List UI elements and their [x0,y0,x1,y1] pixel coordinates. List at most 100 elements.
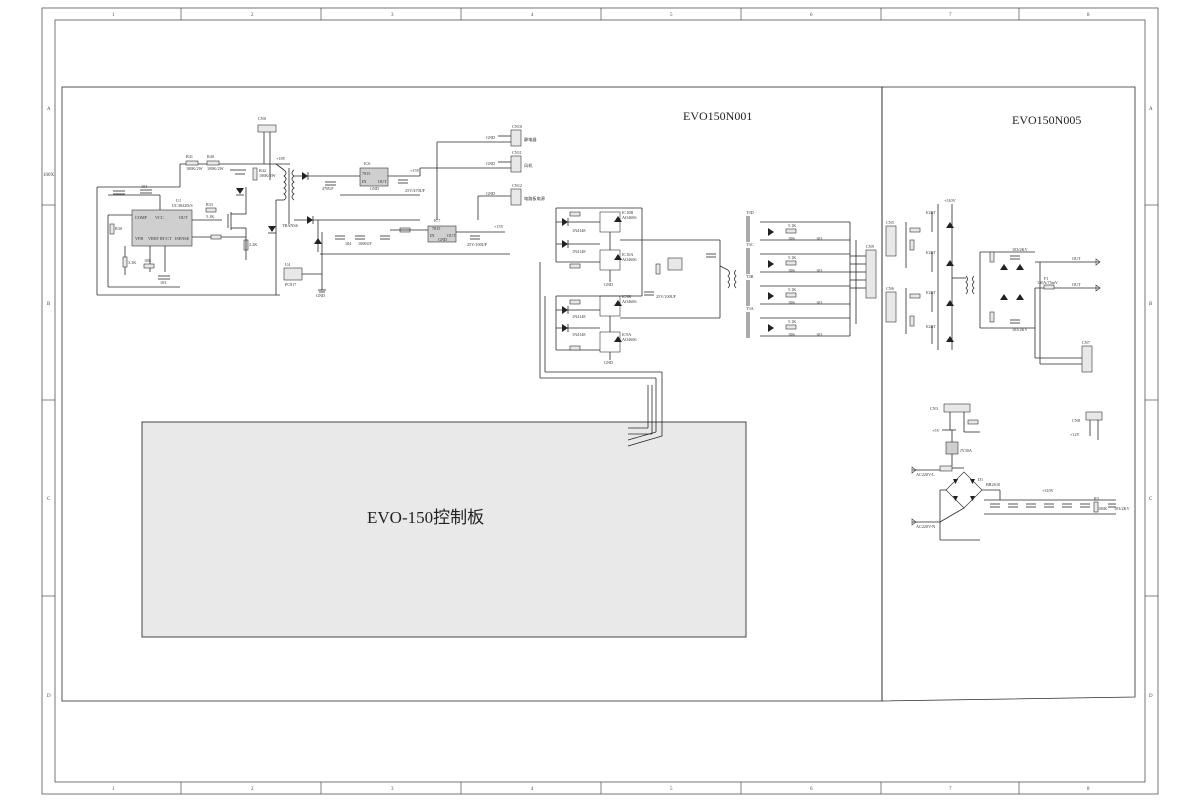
sheet-frame [41,7,1159,795]
c40-value: 25V/100UF [467,242,488,247]
c39-value: 1000UF [358,241,372,246]
c36-value: 470UF [322,186,334,191]
igbt-label: IGBT [926,210,936,215]
r40-value: 100K/2W [207,166,224,171]
ic6-pin: OUT [378,179,387,184]
u1-pin: ISENSE [175,236,190,241]
gnd-label: GND [486,191,495,196]
mosfet-bridge: 1N4148 1N4148 IC10B AO4606 IC10A AO4606 … [539,207,737,447]
u1-pin: VCC [155,215,164,220]
board-outlines [61,86,1136,702]
connector-cn8 [1085,411,1103,421]
col-number: 2 [251,787,254,792]
c37-value: 25V/470UF [405,188,426,193]
row-letter: D [47,694,51,699]
col-number: 3 [391,787,394,792]
connector-cn7 [1081,345,1093,373]
rc-label: 103 [816,300,822,305]
connector-cn6 [885,291,897,323]
gnd-label: GND [604,360,613,365]
column-numbers-top: 1 2 3 4 5 6 7 8 [112,13,1090,18]
igbt-label: IGBT [926,290,936,295]
r35-value: 2.2K [249,242,257,247]
cn10-label: 静电器 [524,136,537,143]
rc-label: 103 [816,268,822,273]
bridge-rectifier-d1 [945,471,983,509]
connector-cn12 [510,188,522,206]
u1-pin: OUT [179,215,188,220]
ac-input-rectifier: CN3 +5V JY30A AC220V-L AC220V-N D1 BR2S1… [911,403,1130,541]
row-letter: A [1149,107,1153,112]
mosfet-ref: IC10B [622,210,633,215]
mosfet-ref: IC9B [622,294,631,299]
ic-u1-uc3842 [131,209,193,247]
connector-cn11 [510,155,522,173]
col-number: 4 [531,13,534,18]
col-number: 2 [251,13,254,18]
mosfet-ref: IC10A [622,252,633,257]
rc-label: 103 [816,332,822,337]
connector-cn5 [885,225,897,257]
igbt-label: IGBT [926,250,936,255]
connector-cn0 [257,124,277,133]
d1-part: BR2S10 [986,482,1000,487]
diode-label: 1N4148 [572,249,586,254]
col-number: 7 [949,13,952,18]
rc-label: 5.1K [788,255,796,260]
r41-ref: R41 [186,154,193,159]
c41-value: 25V/100UF [656,294,677,299]
col-number: 6 [810,787,813,792]
relay-k1 [945,441,959,455]
vcc-right-2: +310V [1042,488,1054,493]
r30-ref: R30 [115,226,122,231]
u1-pin: VFB [135,236,143,241]
r42-ref: R42 [259,168,266,173]
cn11-ref: CN11 [512,150,522,155]
cn5-ref: CN5 [886,220,894,225]
row-letters-right: A B C D [1149,107,1153,699]
gate-drive-transformers: T3D T3C T3B T3A 5.1K 10K 103 5.1K 10K 10… [746,210,877,338]
f1-part: 150A/75mV [1037,280,1058,285]
vcc12-label: +12V [1070,432,1080,437]
u1-pin: VREF [148,236,159,241]
resistor-r34 [210,234,222,240]
ac-l-label: AC220V-L [916,472,935,477]
gnd-label: GND [486,135,495,140]
cn12-label: 电路板电源 [524,195,546,202]
board-title-evo150n005: EVO150N005 [1012,113,1081,127]
diode-label: 1N4148 [572,314,586,319]
out-label-2: OUT [1072,282,1081,287]
u1-ref: U1 [176,198,181,203]
ic6-part: 7815 [362,171,370,176]
column-numbers-bottom: 1 2 3 4 5 6 7 8 [112,787,1090,792]
cn6-ref: CN6 [886,286,894,291]
c38-value: 104 [345,241,352,246]
r31-value: 3.3K [128,260,136,265]
ic7-pin: GND [438,237,447,242]
resistor-r42 [252,167,258,181]
col-number: 5 [670,13,673,18]
col-number: 1 [112,13,115,18]
row-letter: D [1149,694,1153,699]
col-number: 5 [670,787,673,792]
resistor-r41 [185,160,199,166]
optocoupler-pc817 [283,267,303,281]
resistor-r3 [1093,501,1099,513]
connector-cn9 [865,249,877,299]
r33-value: 5.1K [206,214,214,219]
resistor-r32 [143,263,155,269]
r41-value: 100K/2W [186,166,203,171]
side-ref-label: 100X [43,173,55,178]
connector-cn10 [510,129,522,147]
f1-ref: F1 [1044,276,1048,281]
r3-ref: R3 [1094,496,1099,501]
diode-label: 1N4148 [572,332,586,337]
ic6-pin: GND [370,186,379,191]
col-number: 6 [810,13,813,18]
control-board-label: EVO-150控制板 [367,508,484,527]
rc-label: 5.1K [788,319,796,324]
ac-n-label: AC220V-N [916,524,935,529]
mosfet-part: AO4606 [622,215,636,220]
cn7-ref: CN7 [1082,340,1090,345]
